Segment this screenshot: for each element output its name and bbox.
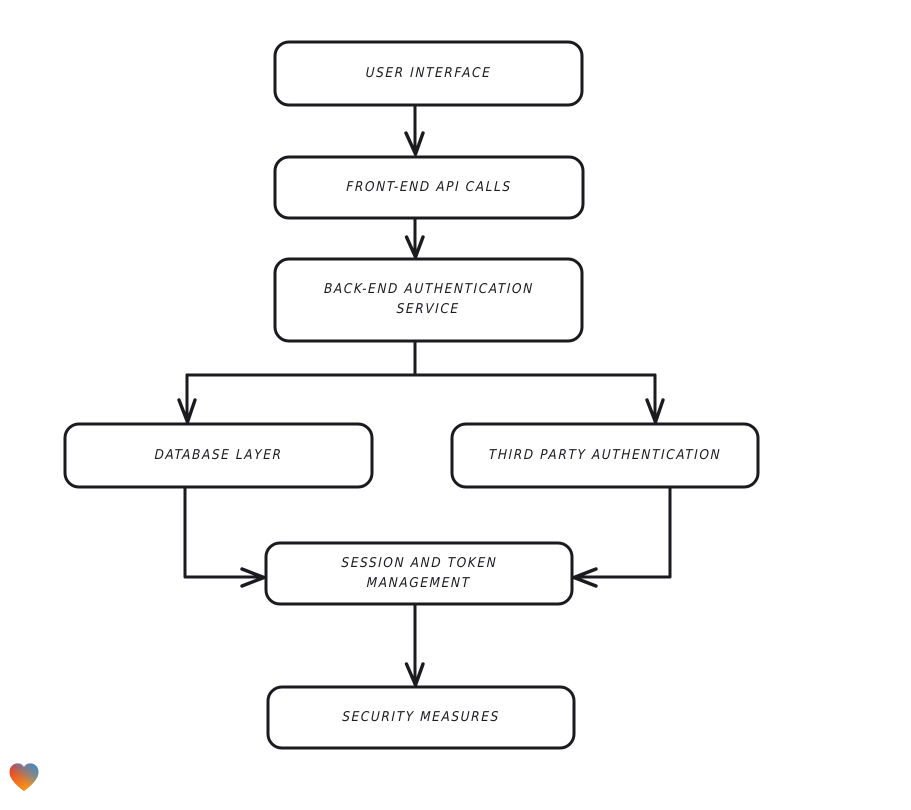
node-session-and-token-management[interactable] [264,541,574,606]
node-third-party-authentication[interactable] [450,422,760,489]
edge-backend-split-trunk [185,339,657,377]
node-back-end-authentication-service[interactable] [273,257,584,343]
edge-database-to-session [183,485,266,588]
edge-thirdparty-to-session [572,485,672,588]
node-security-measures[interactable] [266,685,576,750]
edge-backend-to-database [177,373,197,424]
edge-backend-to-thirdparty [645,373,665,424]
edge-session-to-security [404,602,425,687]
node-database-layer[interactable] [63,422,374,489]
node-front-end-api-calls[interactable] [273,155,585,220]
heart-icon [9,763,39,791]
node-user-interface[interactable] [273,40,584,107]
edge-ui-to-frontend [404,103,425,156]
edge-frontend-to-backend [404,216,425,259]
heart-watermark [8,762,42,794]
